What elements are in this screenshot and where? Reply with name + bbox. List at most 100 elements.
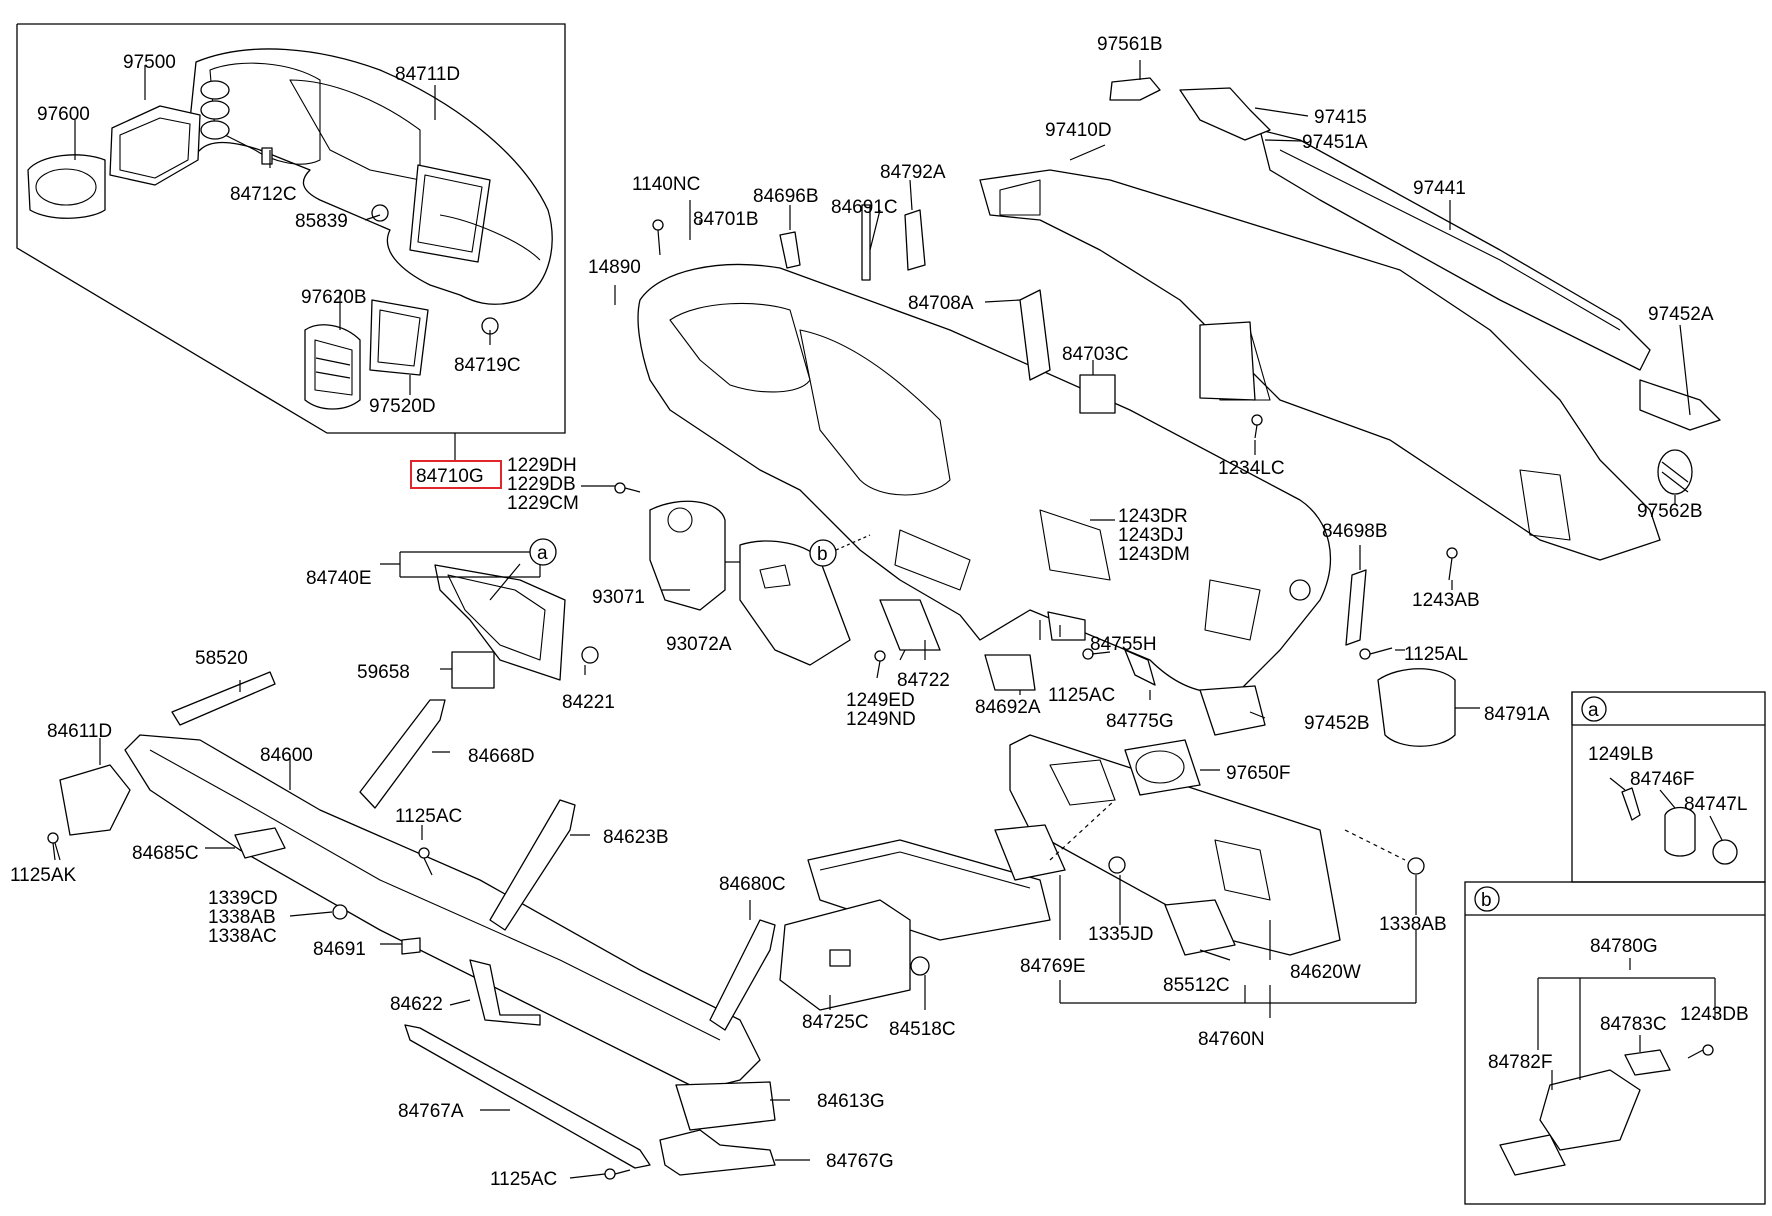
- side-air-duct-right: [1639, 379, 1721, 431]
- label-85839: 85839: [295, 211, 348, 232]
- center-vent-duct: [369, 299, 429, 376]
- label-1234LC: 1234LC: [1218, 458, 1285, 479]
- heater-duct-main: [979, 169, 1661, 561]
- bracket-84622: [469, 959, 541, 1026]
- clip-screw-1249LB: [1621, 787, 1641, 821]
- callout-b: b: [809, 534, 871, 567]
- label-1125AC-a: 1125AC: [1048, 685, 1115, 706]
- highlight-box-84710G: [410, 460, 502, 489]
- defroster-duct: [1259, 129, 1651, 371]
- label-1229DH: 1229DH: [507, 455, 577, 476]
- label-84740E: 84740E: [306, 568, 372, 589]
- label-1243DB: 1243DB: [1680, 1004, 1749, 1025]
- part-labels: 97500 84711D 97600 84712C 85839 97620B 8…: [10, 34, 1749, 1190]
- label-85512C: 85512C: [1163, 975, 1230, 996]
- label-84767G: 84767G: [826, 1151, 894, 1172]
- label-58520: 58520: [195, 648, 248, 669]
- pad-84703C: [1079, 374, 1116, 414]
- crash-pad-lower-garnish: [434, 564, 566, 681]
- label-97561B: 97561B: [1097, 34, 1163, 55]
- label-59658: 59658: [357, 662, 410, 683]
- side-vent-duct-right: [1199, 685, 1266, 736]
- label-84691C: 84691C: [831, 197, 898, 218]
- steering-column-shroud-upper: [649, 500, 726, 611]
- label-1335JD: 1335JD: [1088, 924, 1154, 945]
- label-84791A: 84791A: [1484, 704, 1550, 725]
- crash-pad-cover: [187, 48, 553, 305]
- label-84775G: 84775G: [1106, 711, 1174, 732]
- inset-box-b: [1464, 881, 1766, 1205]
- side-vent-duct: [109, 105, 201, 186]
- label-1249ND: 1249ND: [846, 709, 916, 730]
- callout-a: a: [529, 538, 557, 566]
- svg-text:b: b: [1481, 890, 1492, 911]
- label-84747L: 84747L: [1684, 794, 1747, 815]
- label-97451A: 97451A: [1302, 132, 1368, 153]
- screw-icon: [47, 219, 1714, 1180]
- label-97441: 97441: [1413, 178, 1466, 199]
- label-84698B: 84698B: [1322, 521, 1388, 542]
- bracket-84623B: [489, 799, 576, 931]
- label-84685C: 84685C: [132, 843, 199, 864]
- label-84780G: 84780G: [1590, 936, 1658, 957]
- bracket-84668D: [359, 699, 446, 809]
- label-84755H: 84755H: [1090, 634, 1157, 655]
- side-vent-left: [27, 154, 106, 219]
- bracket-84767G: [659, 1129, 776, 1176]
- label-84620W: 84620W: [1290, 962, 1361, 983]
- label-97452B: 97452B: [1304, 713, 1370, 734]
- label-84746F: 84746F: [1630, 769, 1694, 790]
- label-1125AC-b: 1125AC: [395, 806, 462, 827]
- crash-pad-garnish: [879, 599, 941, 651]
- label-97410D: 97410D: [1045, 120, 1112, 141]
- label-84782F: 84782F: [1488, 1052, 1552, 1073]
- label-84691: 84691: [313, 939, 366, 960]
- label-84722: 84722: [897, 670, 950, 691]
- label-1243DJ: 1243DJ: [1118, 525, 1184, 546]
- label-1125AK: 1125AK: [10, 865, 77, 886]
- label-84611D: 84611D: [47, 721, 112, 742]
- label-84613G: 84613G: [817, 1091, 885, 1112]
- label-1338AB-b: 1338AB: [1379, 914, 1447, 935]
- label-93072A: 93072A: [666, 634, 732, 655]
- label-1338AC: 1338AC: [208, 926, 277, 947]
- label-84701B: 84701B: [693, 209, 759, 230]
- label-1125AC-c: 1125AC: [490, 1169, 557, 1190]
- label-84710G[interactable]: 84710G: [416, 466, 484, 487]
- label-84719C: 84719C: [454, 355, 521, 376]
- label-97650F: 97650F: [1226, 763, 1290, 784]
- svg-text:b: b: [817, 544, 828, 565]
- label-97600: 97600: [37, 104, 90, 125]
- bracket-84680C: [709, 919, 776, 1031]
- label-84696B: 84696B: [753, 186, 819, 207]
- label-84783C: 84783C: [1600, 1014, 1667, 1035]
- label-84680C: 84680C: [719, 874, 786, 895]
- label-84708A: 84708A: [908, 293, 974, 314]
- bracket-84611D: [59, 764, 131, 836]
- nut-84747L: [1712, 839, 1738, 865]
- label-84692A: 84692A: [975, 697, 1041, 718]
- label-97500: 97500: [123, 52, 176, 73]
- pad-insulator: [451, 651, 495, 689]
- label-1125AL: 1125AL: [1404, 644, 1468, 665]
- label-14890: 14890: [588, 257, 641, 278]
- crash-pad-detail-box: [16, 23, 566, 434]
- label-1243AB: 1243AB: [1412, 590, 1480, 611]
- svg-text:a: a: [537, 543, 548, 564]
- label-1249LB: 1249LB: [1588, 744, 1654, 765]
- label-1249ED: 1249ED: [846, 690, 915, 711]
- label-84668D: 84668D: [468, 746, 535, 767]
- label-84221: 84221: [562, 692, 615, 713]
- svg-text:a: a: [1588, 700, 1599, 721]
- crash-pad-lower-panel: [1009, 734, 1341, 956]
- label-1339CD: 1339CD: [208, 888, 278, 909]
- defroster-nozzle: [1109, 77, 1161, 101]
- bar-84767A: [404, 1024, 651, 1169]
- label-97562B: 97562B: [1637, 501, 1703, 522]
- label-84703C: 84703C: [1062, 344, 1129, 365]
- label-84518C: 84518C: [889, 1019, 956, 1040]
- label-1140NC: 1140NC: [632, 174, 700, 195]
- center-vent-bezel: [304, 324, 361, 410]
- label-93071: 93071: [592, 587, 645, 608]
